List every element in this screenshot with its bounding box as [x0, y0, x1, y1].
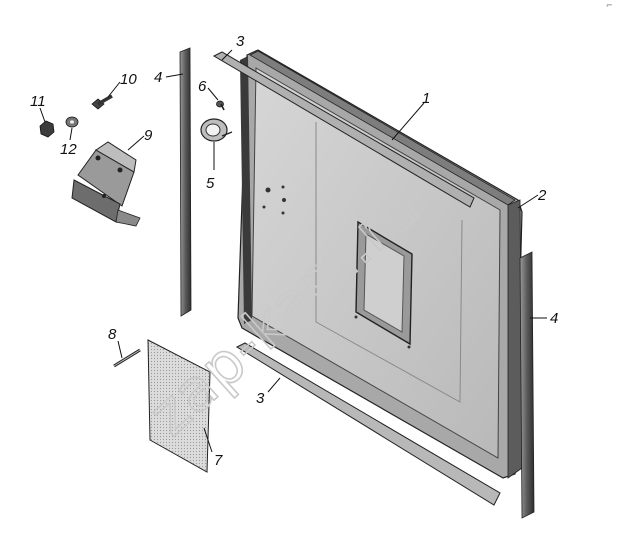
perforated-plate: [147, 339, 211, 473]
door-hole: [265, 187, 271, 193]
leader-11: [39, 107, 46, 123]
callout-3-top: 3: [236, 33, 245, 50]
door-hole: [282, 198, 286, 202]
top-trim-strip: [212, 51, 475, 208]
callout-9: 9: [144, 127, 153, 144]
leader-6: [207, 87, 219, 101]
callout-6: 6: [198, 78, 207, 95]
door-frame-left-rail: [240, 56, 252, 324]
leader-10: [107, 81, 121, 98]
left-vertical-strip: [179, 47, 192, 317]
leader-3-top: [221, 49, 233, 61]
door-frame-top-rail: [249, 50, 516, 206]
leader-2: [517, 194, 539, 209]
nut: [39, 120, 55, 138]
callout-11: 11: [30, 93, 46, 110]
door-hole: [281, 185, 285, 189]
leader-lines: [39, 49, 547, 453]
callout-4-right: 4: [550, 310, 558, 327]
callout-8: 8: [108, 326, 117, 343]
corner-mark: ⌐: [606, 1, 613, 10]
leader-9: [127, 135, 145, 151]
bolt: [91, 94, 113, 110]
door-panel-emboss: [315, 122, 463, 403]
callout-3-bottom: 3: [256, 390, 265, 407]
callouts: 1 2 3 3 4 4 5 6 7 8 9 10 11 12: [30, 33, 558, 469]
bottom-trim-strip: [235, 342, 501, 506]
door-hole: [354, 315, 358, 319]
leader-4-left: [165, 73, 184, 78]
door-hole: [407, 345, 411, 349]
leader-12: [69, 127, 73, 141]
door-hole: [262, 205, 266, 209]
leader-8: [117, 340, 123, 359]
lock-ring: [200, 118, 233, 142]
callout-7: 7: [214, 452, 223, 469]
callout-10: 10: [120, 71, 137, 88]
door-panel: [237, 49, 523, 479]
callout-2: 2: [537, 187, 547, 204]
pin: [113, 348, 141, 368]
leader-1: [391, 102, 425, 141]
door-hole: [281, 211, 285, 215]
leader-7: [203, 427, 213, 453]
door-window-inner: [363, 233, 405, 333]
door-edge-seal: [507, 199, 523, 479]
right-vertical-strip: [519, 251, 535, 519]
callout-4-left: 4: [154, 69, 162, 86]
small-screw: [216, 100, 225, 111]
callout-5: 5: [206, 175, 215, 192]
hinge-bracket: [71, 141, 141, 227]
callout-12: 12: [60, 141, 77, 158]
callout-1: 1: [422, 90, 430, 107]
washer: [65, 116, 79, 128]
leader-3-bottom: [267, 377, 281, 393]
